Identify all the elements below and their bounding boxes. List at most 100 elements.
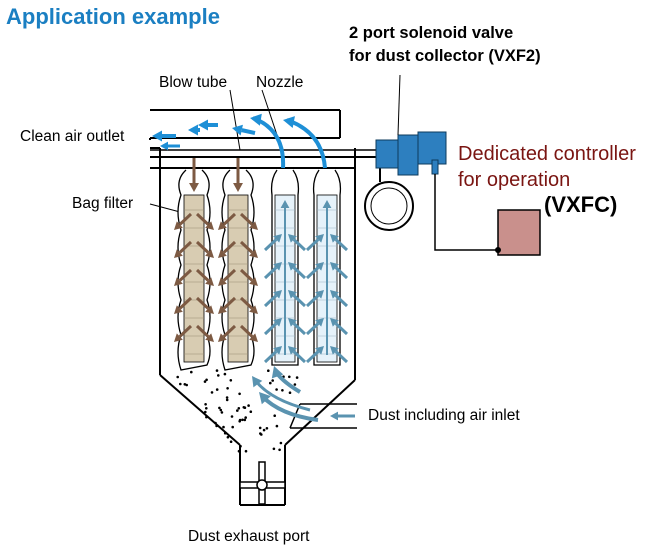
bag-filter-2 bbox=[218, 158, 258, 371]
dust-out-right-arrow-shaft bbox=[195, 240, 210, 254]
inlet-arrow-4-head bbox=[330, 411, 338, 421]
dust-out-left-arrow-head bbox=[218, 221, 227, 230]
dust-out-right-arrow-shaft bbox=[239, 268, 254, 282]
air-in-left-arrow-shaft bbox=[263, 238, 278, 252]
dust-particle bbox=[258, 426, 262, 430]
air-in-right-arrow bbox=[330, 290, 349, 308]
dust-particle bbox=[205, 415, 208, 419]
dust-particle bbox=[214, 421, 217, 425]
dust-particle bbox=[217, 374, 220, 377]
dust-out-left-arrow-shaft bbox=[222, 240, 237, 254]
inlet-arrow-3 bbox=[252, 376, 311, 412]
bag-filter-4 bbox=[305, 169, 349, 366]
inlet-arrow-3-head bbox=[252, 376, 263, 388]
dust-particle bbox=[281, 389, 284, 392]
dust-out-right-arrow bbox=[195, 268, 214, 286]
dust-particle bbox=[275, 424, 279, 428]
dust-out-right-arrow-shaft bbox=[239, 212, 254, 226]
bag-filters bbox=[174, 158, 349, 371]
dust-particle bbox=[267, 369, 270, 373]
air-in-left-arrow-shaft bbox=[305, 350, 320, 364]
air-up-arrow-head bbox=[280, 200, 290, 208]
dust-out-left-arrow-head bbox=[218, 277, 227, 286]
nozzle-label: Nozzle bbox=[256, 74, 304, 91]
air-in-left-arrow bbox=[305, 318, 324, 336]
bag-filter-1 bbox=[174, 158, 214, 371]
dust-out-left-arrow-shaft bbox=[222, 268, 237, 282]
dust-out-right-arrow bbox=[195, 212, 214, 230]
dust-particle bbox=[238, 392, 241, 396]
rotary-valve bbox=[239, 461, 286, 505]
air-in-left-arrow-head bbox=[315, 318, 324, 327]
air-in-left-arrow-shaft bbox=[305, 266, 320, 280]
air-in-right-arrow-shaft bbox=[292, 238, 307, 252]
air-in-right-arrow bbox=[288, 290, 307, 308]
dust-exhaust-port-label: Dust exhaust port bbox=[188, 528, 310, 545]
dust-particle bbox=[271, 379, 275, 382]
dust-out-left-arrow-head bbox=[174, 305, 183, 314]
dust-particle bbox=[179, 382, 182, 386]
dust-air-inlet-label: Dust including air inlet bbox=[368, 407, 520, 424]
dust-out-right-arrow-head bbox=[205, 305, 214, 314]
cable-connector bbox=[495, 247, 501, 253]
dust-out-right-arrow-head bbox=[205, 249, 214, 258]
dust-particle bbox=[238, 420, 241, 423]
dust-out-right-arrow bbox=[195, 296, 214, 314]
dust-out-right-arrow bbox=[239, 268, 258, 286]
page-title: Application example bbox=[6, 4, 220, 29]
dust-out-right-arrow-shaft bbox=[239, 240, 254, 254]
dust-out-left-arrow-shaft bbox=[178, 268, 193, 282]
dust-out-left-arrow-head bbox=[218, 305, 227, 314]
dust-out-left-arrow-head bbox=[218, 249, 227, 258]
dust-out-right-arrow bbox=[239, 212, 258, 230]
dust-particle bbox=[183, 383, 187, 386]
dust-particle bbox=[295, 376, 299, 379]
dust-particle bbox=[223, 372, 227, 376]
dust-particle bbox=[204, 403, 207, 406]
air-in-right-arrow-shaft bbox=[334, 238, 349, 252]
inlet-arrow-1-curve bbox=[260, 394, 319, 422]
air-in-right-arrow-shaft bbox=[334, 350, 349, 364]
dust-particle bbox=[262, 428, 266, 432]
air-in-right-arrow bbox=[288, 234, 307, 252]
dust-particle bbox=[288, 375, 291, 379]
dust-particle bbox=[223, 431, 227, 435]
air-in-left-arrow-head bbox=[273, 262, 282, 271]
air-in-left-arrow-shaft bbox=[263, 350, 278, 364]
dust-out-left-arrow bbox=[174, 324, 193, 342]
rise-arrow-1-curve bbox=[252, 116, 286, 169]
dust-particle bbox=[265, 427, 269, 430]
air-in-left-arrow-head bbox=[273, 346, 282, 355]
air-in-right-arrow-head bbox=[330, 290, 339, 299]
air-in-right-arrow bbox=[288, 318, 307, 336]
outlet-arrow-5-head bbox=[232, 124, 243, 136]
dust-particle bbox=[293, 383, 297, 386]
dust-particle bbox=[242, 406, 246, 409]
inlet-arrow-2 bbox=[271, 366, 302, 394]
dust-particle bbox=[247, 404, 250, 407]
dust-particle bbox=[204, 410, 207, 414]
air-in-left-arrow bbox=[263, 262, 282, 280]
dust-particle bbox=[220, 411, 224, 414]
air-in-left-arrow bbox=[263, 346, 282, 364]
valve-label-line1: 2 port solenoid valve bbox=[349, 24, 514, 42]
dust-particle bbox=[218, 406, 221, 410]
air-in-right-arrow bbox=[288, 262, 307, 280]
dust-particle bbox=[205, 378, 208, 382]
air-in-right-arrow-head bbox=[288, 234, 297, 243]
dust-out-right-arrow bbox=[195, 240, 214, 258]
air-in-right-arrow bbox=[330, 262, 349, 280]
dust-particle bbox=[225, 398, 229, 402]
dust-out-left-arrow bbox=[174, 268, 193, 286]
dust-particles bbox=[176, 369, 299, 453]
air-in-right-arrow-shaft bbox=[334, 266, 349, 280]
dust-particle bbox=[205, 407, 208, 410]
dust-particle bbox=[237, 449, 241, 453]
dust-particle bbox=[215, 369, 219, 372]
air-in-left-arrow-shaft bbox=[263, 322, 278, 336]
air-up-arrow bbox=[280, 200, 290, 355]
pulse-down-arrow-head bbox=[233, 183, 243, 192]
inlet-arrow-2-head bbox=[271, 366, 284, 379]
bag-filter-label: Bag filter bbox=[72, 195, 134, 212]
